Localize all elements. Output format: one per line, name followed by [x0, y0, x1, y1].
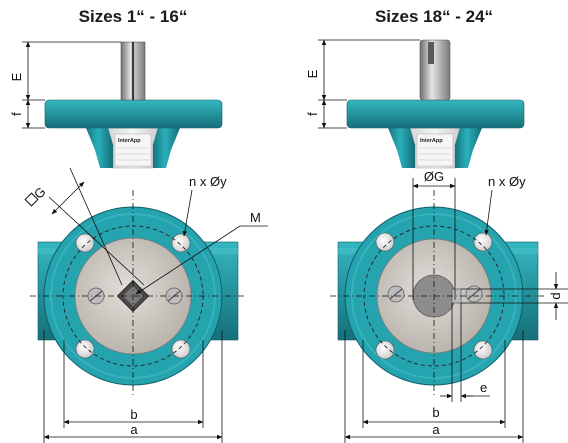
- right-dimension-E: E: [305, 39, 420, 101]
- right-front-view: [330, 190, 545, 395]
- right-shaft: [419, 39, 451, 101]
- bolt-hole: [375, 232, 395, 252]
- bolt-hole: [171, 233, 191, 253]
- left-dimension-E: E: [9, 41, 121, 101]
- label-a-right: a: [432, 422, 440, 437]
- label-E-left: E: [9, 72, 24, 81]
- square-symbol: [24, 192, 39, 207]
- right-dimension-b: b: [362, 340, 506, 428]
- left-dimension-b: b: [63, 340, 204, 428]
- right-top-view: InterApp: [346, 39, 525, 169]
- bolt-hole: [375, 340, 395, 360]
- bolt-hole: [473, 232, 493, 252]
- left-bolt-holes: [75, 233, 191, 359]
- label-b-left: b: [130, 407, 137, 422]
- right-dimension-a: a: [344, 330, 524, 443]
- left-front-view: [30, 190, 245, 395]
- right-bolt-holes: [375, 232, 493, 360]
- label-n-holes-right: n x Øy: [488, 174, 526, 189]
- left-top-flange: [44, 99, 223, 129]
- left-top-view: InterApp: [44, 41, 223, 169]
- bolt-hole: [75, 233, 95, 253]
- label-a-left: a: [130, 422, 138, 437]
- left-dimension-M: M: [135, 210, 268, 295]
- right-dimension-dia-G: ØG: [412, 169, 456, 300]
- title-left: Sizes 1“ - 16“: [79, 7, 188, 26]
- left-nameplate: [114, 133, 152, 167]
- right-top-flange: [346, 99, 525, 129]
- left-dimension-n-holes: n x Øy: [182, 174, 227, 237]
- label-d: d: [548, 292, 563, 299]
- right-nameplate: [416, 133, 454, 167]
- left-nameplate-brand: InterApp: [118, 138, 141, 144]
- bolt-hole: [75, 339, 95, 359]
- label-E-right: E: [305, 69, 320, 78]
- left-dimension-a: a: [43, 330, 223, 443]
- label-n-holes-left: n x Øy: [189, 174, 227, 189]
- right-nameplate-brand: InterApp: [420, 138, 443, 144]
- right-dimension-e: e: [440, 303, 490, 402]
- label-e: e: [480, 380, 487, 395]
- right-dimension-n-holes: n x Øy: [484, 174, 526, 236]
- label-f-left: f: [9, 112, 24, 116]
- bolt-hole: [473, 340, 493, 360]
- title-right: Sizes 18“ - 24“: [375, 7, 493, 26]
- right-dimension-d: d: [461, 272, 568, 320]
- label-M: M: [250, 210, 261, 225]
- label-square-G: G: [31, 184, 49, 202]
- right-dimension-f: f: [305, 99, 347, 129]
- label-f-right: f: [305, 112, 320, 116]
- bolt-hole: [171, 339, 191, 359]
- label-b-right: b: [432, 405, 439, 420]
- left-neck-teal: [86, 128, 113, 168]
- left-dimension-f: f: [9, 99, 45, 129]
- label-dia-G: ØG: [424, 169, 444, 184]
